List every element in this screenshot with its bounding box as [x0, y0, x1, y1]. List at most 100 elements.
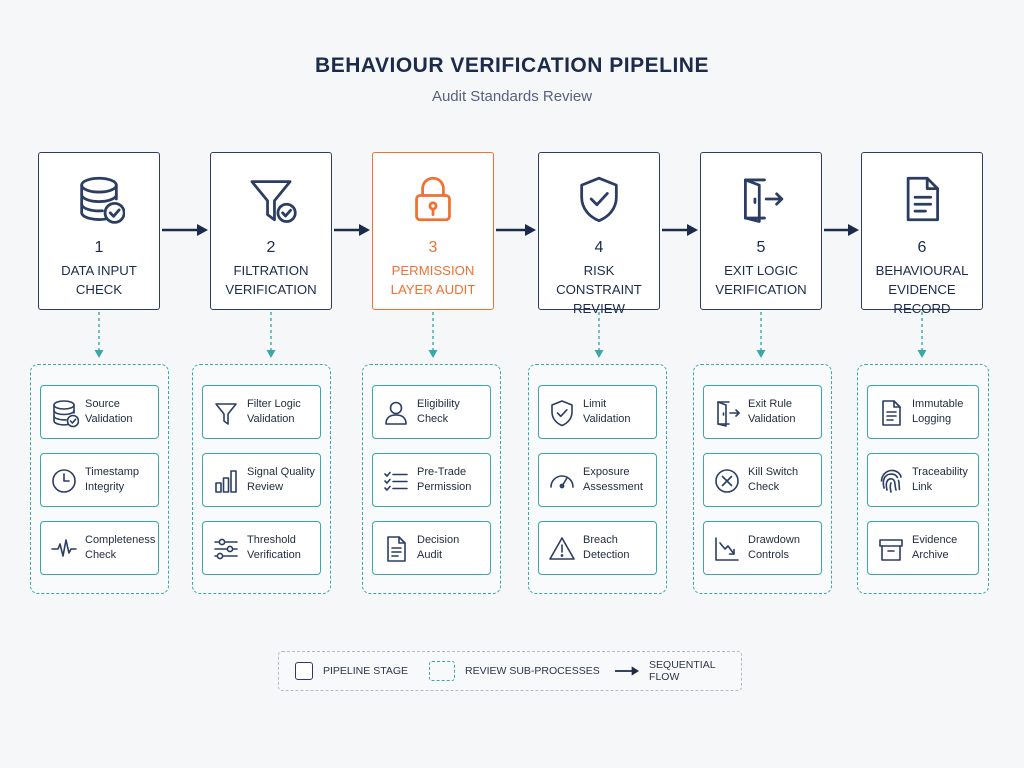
sliders-icon — [211, 534, 241, 564]
sub-process-group-2: Filter Logic Validation Signal Quality R… — [192, 364, 331, 594]
legend-label-stage: PIPELINE STAGE — [323, 665, 408, 677]
trend-down-icon — [712, 534, 742, 564]
sub-process-item[interactable]: Limit Validation — [538, 385, 657, 439]
sub-process-item[interactable]: Threshold Verification — [202, 521, 321, 575]
exit-door-icon — [701, 173, 821, 227]
warning-icon — [547, 534, 577, 564]
arrow-right-icon — [615, 666, 640, 676]
funnel-check-icon — [211, 173, 331, 227]
clock-icon — [49, 466, 79, 496]
sub-process-label: Breach Detection — [583, 534, 630, 561]
sub-process-group-6: Immutable Logging Traceability Link Evid… — [857, 364, 989, 594]
funnel-icon — [211, 398, 241, 428]
sub-process-label: Drawdown Controls — [748, 534, 800, 561]
user-icon — [381, 398, 411, 428]
legend-swatch-stage — [295, 662, 313, 680]
sub-process-label: Signal Quality Review — [247, 466, 315, 493]
sub-process-item[interactable]: Traceability Link — [867, 453, 979, 507]
sub-process-label: Exit Rule Validation — [748, 398, 796, 425]
sub-process-item[interactable]: Exit Rule Validation — [703, 385, 822, 439]
database-check-icon — [39, 173, 159, 227]
stage-number: 6 — [917, 239, 927, 256]
document-icon — [876, 398, 906, 428]
legend-label-flow: SEQUENTIAL FLOW — [649, 659, 716, 683]
sub-process-item[interactable]: Eligibility Check — [372, 385, 491, 439]
stage-number: 2 — [266, 239, 276, 256]
sub-process-group-3: Eligibility Check Pre-Trade Permission D… — [362, 364, 501, 594]
sub-process-label: Exposure Assessment — [583, 466, 643, 493]
stage-name: RISK CONSTRAINT REVIEW — [556, 263, 642, 316]
stage-connector-6 — [917, 312, 927, 358]
stage-number: 5 — [756, 239, 766, 256]
stage-name: BEHAVIOURAL EVIDENCE RECORD — [875, 263, 969, 316]
sub-process-group-4: Limit Validation Exposure Assessment Bre… — [528, 364, 667, 594]
stage-name: DATA INPUT CHECK — [61, 263, 137, 297]
flow-arrow-4 — [662, 224, 698, 236]
shield-check-icon — [539, 173, 659, 227]
flow-arrow-3 — [496, 224, 536, 236]
sub-process-item[interactable]: Breach Detection — [538, 521, 657, 575]
sub-process-item[interactable]: Evidence Archive — [867, 521, 979, 575]
sub-process-label: Evidence Archive — [912, 534, 958, 561]
sub-process-label: Traceability Link — [912, 466, 968, 493]
sub-process-item[interactable]: Kill Switch Check — [703, 453, 822, 507]
fingerprint-icon — [876, 466, 906, 496]
archive-box-icon — [876, 534, 906, 564]
exit-door-icon — [712, 398, 742, 428]
sub-process-item[interactable]: Immutable Logging — [867, 385, 979, 439]
sub-process-item[interactable]: Filter Logic Validation — [202, 385, 321, 439]
stage-name: EXIT LOGIC VERIFICATION — [715, 263, 807, 297]
waveform-icon — [49, 534, 79, 564]
sub-process-label: Pre-Trade Permission — [417, 466, 472, 493]
flow-arrow-5 — [824, 224, 859, 236]
legend-swatch-sub — [429, 661, 455, 681]
stage-connector-2 — [266, 312, 276, 358]
sub-process-item[interactable]: Signal Quality Review — [202, 453, 321, 507]
sub-process-label: Immutable Logging — [912, 398, 964, 425]
flow-arrow-2 — [334, 224, 370, 236]
sub-process-label: Kill Switch Check — [748, 466, 799, 493]
legend-label-sub: REVIEW SUB-PROCESSES — [465, 665, 600, 677]
document-icon — [381, 534, 411, 564]
checklist-icon — [381, 466, 411, 496]
legend-item-sub: REVIEW SUB-PROCESSES — [429, 652, 600, 690]
circle-x-icon — [712, 466, 742, 496]
sub-process-item[interactable]: Pre-Trade Permission — [372, 453, 491, 507]
page-title: BEHAVIOUR VERIFICATION PIPELINE — [315, 54, 709, 77]
stage-connector-3 — [428, 312, 438, 358]
stage-connector-1 — [94, 312, 104, 358]
flow-arrow-1 — [162, 224, 208, 236]
stage-number: 1 — [94, 239, 104, 256]
shield-check-icon — [547, 398, 577, 428]
sub-process-label: Source Validation — [85, 398, 133, 425]
padlock-icon — [373, 173, 493, 227]
sub-process-group-5: Exit Rule Validation Kill Switch Check D… — [693, 364, 832, 594]
stage-number: 3 — [428, 239, 438, 256]
stage-name: PERMISSION LAYER AUDIT — [390, 263, 476, 297]
stage-connector-4 — [594, 312, 604, 358]
sub-process-item[interactable]: Completeness Check — [40, 521, 159, 575]
legend-item-flow: SEQUENTIAL FLOW — [615, 652, 741, 690]
sub-process-item[interactable]: Drawdown Controls — [703, 521, 822, 575]
sub-process-item[interactable]: Exposure Assessment — [538, 453, 657, 507]
bar-chart-icon — [211, 466, 241, 496]
sub-process-label: Filter Logic Validation — [247, 398, 301, 425]
legend-item-stage: PIPELINE STAGE — [295, 652, 408, 690]
stage-connector-5 — [756, 312, 766, 358]
sub-process-item[interactable]: Timestamp Integrity — [40, 453, 159, 507]
sub-process-label: Timestamp Integrity — [85, 466, 139, 493]
sub-process-label: Threshold Verification — [247, 534, 301, 561]
sub-process-item[interactable]: Decision Audit — [372, 521, 491, 575]
sub-process-label: Eligibility Check — [417, 398, 460, 425]
legend: PIPELINE STAGE REVIEW SUB-PROCESSES SEQU… — [278, 651, 742, 691]
gauge-icon — [547, 466, 577, 496]
stage-name: FILTRATION VERIFICATION — [225, 263, 317, 297]
sub-process-item[interactable]: Source Validation — [40, 385, 159, 439]
